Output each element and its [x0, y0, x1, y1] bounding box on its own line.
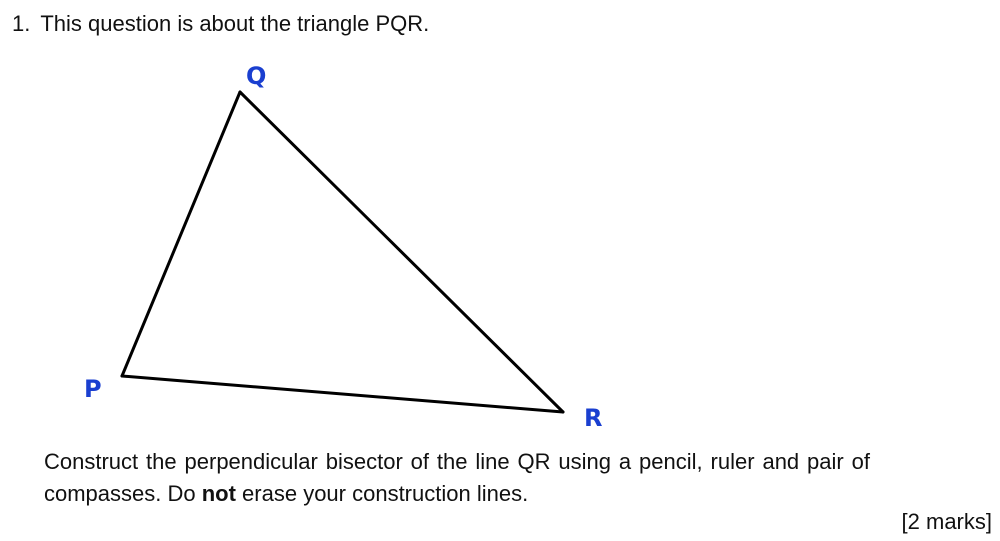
- side-pr: [120, 374, 565, 414]
- side-qr: [238, 90, 565, 414]
- vertex-label-p: P: [84, 375, 102, 403]
- vertex-label-q: Q: [246, 62, 266, 90]
- vertex-label-r: R: [584, 404, 602, 432]
- question-number: 1.: [12, 11, 31, 36]
- instruction-text: Construct the perpendicular bisector of …: [44, 446, 870, 510]
- triangle-pqr: [120, 90, 565, 414]
- instruction-part2: erase your construction lines.: [235, 481, 529, 506]
- instruction-part1: Construct the perpendicular bisector of …: [44, 449, 870, 506]
- instruction-emphasis: not: [201, 481, 236, 506]
- side-pq: [120, 90, 242, 378]
- question-header: 1. This question is about the triangle PQ…: [12, 10, 429, 38]
- question-stem: This question is about the triangle PQR.: [40, 11, 430, 36]
- marks-label: [2 marks]: [901, 509, 992, 534]
